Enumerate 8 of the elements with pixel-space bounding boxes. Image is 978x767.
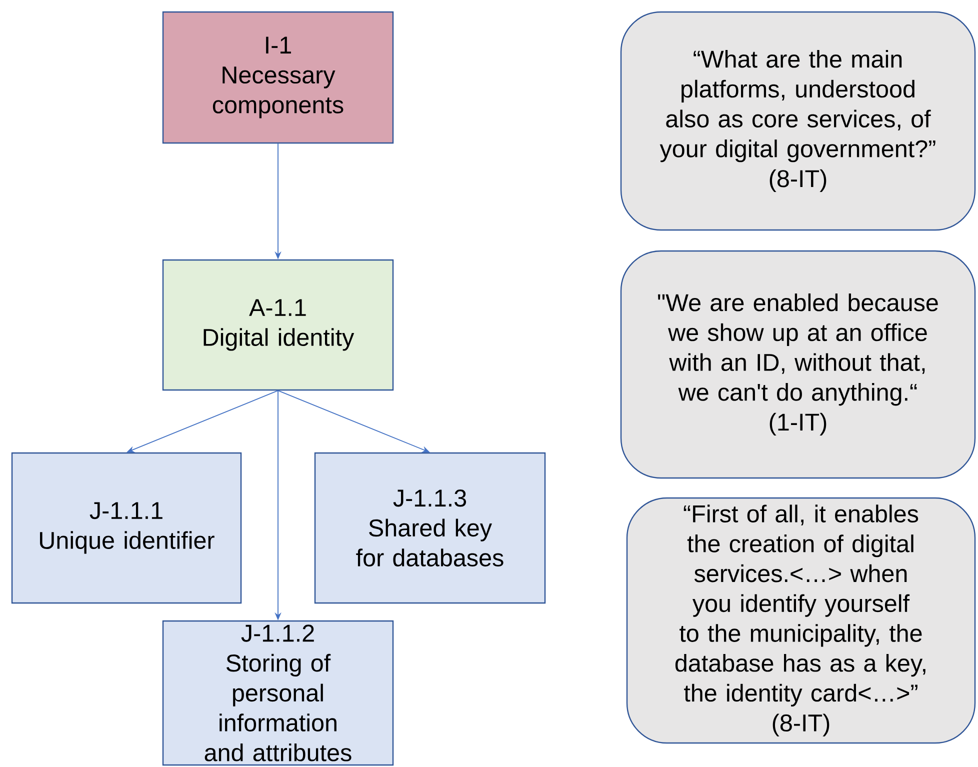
quote-box: “First of all, it enables the creation of digital services.<…> when you identify yourself to the municipality, the database has as a key, the identity card<…>” (8-IT): [626, 497, 976, 744]
process-box: J-1.1.2 Storing of personal information and attributes: [162, 620, 394, 766]
process-box: I-1 Necessary components: [162, 11, 394, 144]
process-box: A-1.1 Digital identity: [162, 259, 394, 391]
quote-box: "We are enabled because we show up at an office with an ID, without that, we can't do anything.“ (1-IT): [620, 250, 976, 479]
quote-box: “What are the main platforms, understood also as core services, of your digital government?” (8-IT): [620, 11, 976, 231]
process-box: J-1.1.1 Unique identifier: [11, 452, 242, 604]
process-box: J-1.1.3 Shared key for databases: [314, 452, 546, 604]
